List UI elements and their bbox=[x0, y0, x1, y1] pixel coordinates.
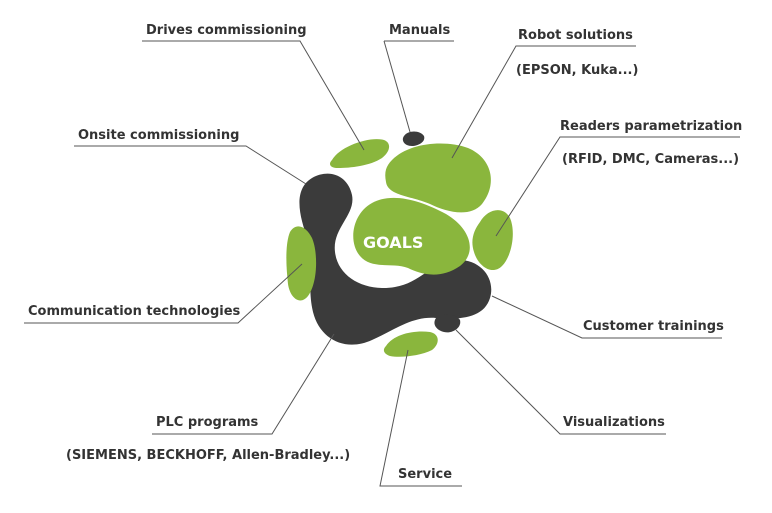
leader-lines bbox=[24, 40, 740, 487]
label-plc-sub: (SIEMENS, BECKHOFF, Allen-Bradley...) bbox=[66, 448, 350, 463]
leader-onsite bbox=[74, 145, 307, 185]
leader-drives bbox=[142, 40, 365, 151]
green-blob-center bbox=[353, 197, 470, 275]
green-blob-communication bbox=[286, 226, 317, 301]
leader-service bbox=[379, 349, 462, 487]
leader-readers bbox=[495, 136, 740, 237]
goals-blob-cluster: GOALS bbox=[286, 131, 513, 357]
label-onsite-commissioning: Onsite commissioning bbox=[78, 128, 239, 143]
label-manuals: Manuals bbox=[389, 23, 450, 38]
label-readers-parametrization: Readers parametrization bbox=[560, 119, 742, 134]
label-drives-commissioning: Drives commissioning bbox=[146, 23, 307, 38]
label-robot-solutions-sub: (EPSON, Kuka...) bbox=[516, 63, 638, 78]
green-blob-drives bbox=[330, 139, 390, 168]
leader-communication bbox=[24, 263, 303, 324]
label-readers-sub: (RFID, DMC, Cameras...) bbox=[562, 152, 739, 167]
leader-visualizations bbox=[455, 329, 666, 435]
leader-plc bbox=[152, 333, 335, 435]
green-blob-service bbox=[383, 331, 438, 357]
labels: Drives commissioning Manuals Robot solut… bbox=[28, 23, 742, 482]
center-title: GOALS bbox=[363, 233, 423, 252]
leader-manuals-drop bbox=[383, 40, 411, 133]
label-plc-programs: PLC programs bbox=[156, 415, 259, 430]
leader-robot bbox=[451, 45, 636, 159]
dark-blob-manuals bbox=[402, 131, 425, 146]
label-visualizations: Visualizations bbox=[563, 415, 665, 430]
dark-blob-main bbox=[299, 173, 492, 345]
leader-customer bbox=[491, 295, 722, 339]
label-service: Service bbox=[398, 467, 452, 482]
dark-blob-visualizations bbox=[434, 314, 461, 333]
green-blob-robot bbox=[385, 143, 491, 213]
label-customer-trainings: Customer trainings bbox=[583, 319, 724, 334]
label-communication-technologies: Communication technologies bbox=[28, 304, 241, 319]
label-robot-solutions: Robot solutions bbox=[518, 28, 633, 43]
